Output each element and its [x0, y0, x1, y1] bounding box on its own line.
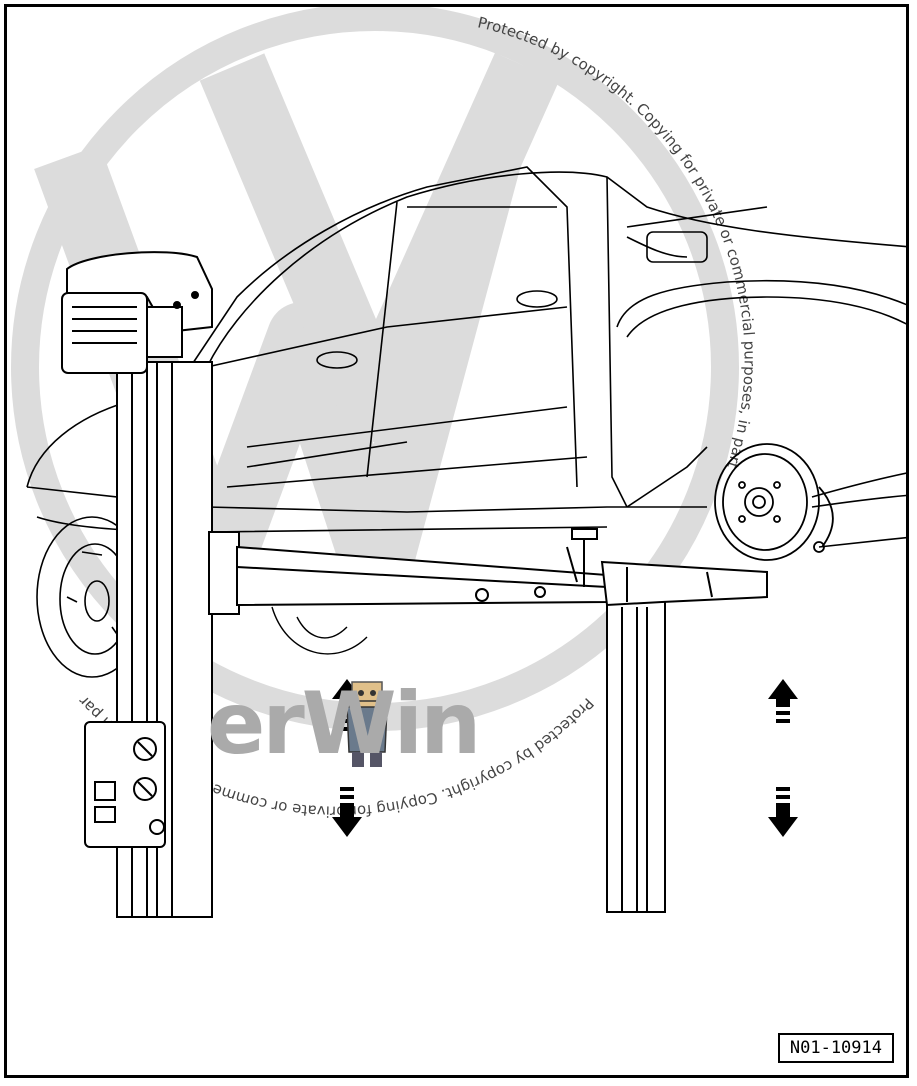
mascot-icon — [346, 681, 388, 767]
rear-wheel — [271, 606, 368, 655]
figure-reference-code: N01-10914 — [777, 1033, 894, 1063]
figure-frame: Protected by copyright. Copying for priv… — [4, 4, 909, 1078]
lift-arm — [208, 528, 608, 615]
lower-arrow-icon — [332, 787, 362, 837]
raise-arrow-icon — [768, 679, 798, 723]
watermark-brand: erWin — [207, 674, 481, 774]
lift-control-box — [84, 721, 166, 848]
lift-column-right — [600, 560, 768, 913]
lift-diagram: Protected by copyright. Copying for priv… — [7, 7, 906, 918]
lower-arrow-icon — [768, 787, 798, 837]
car-body — [26, 166, 906, 548]
lift-motor — [61, 251, 213, 374]
brake-disc — [714, 443, 834, 561]
